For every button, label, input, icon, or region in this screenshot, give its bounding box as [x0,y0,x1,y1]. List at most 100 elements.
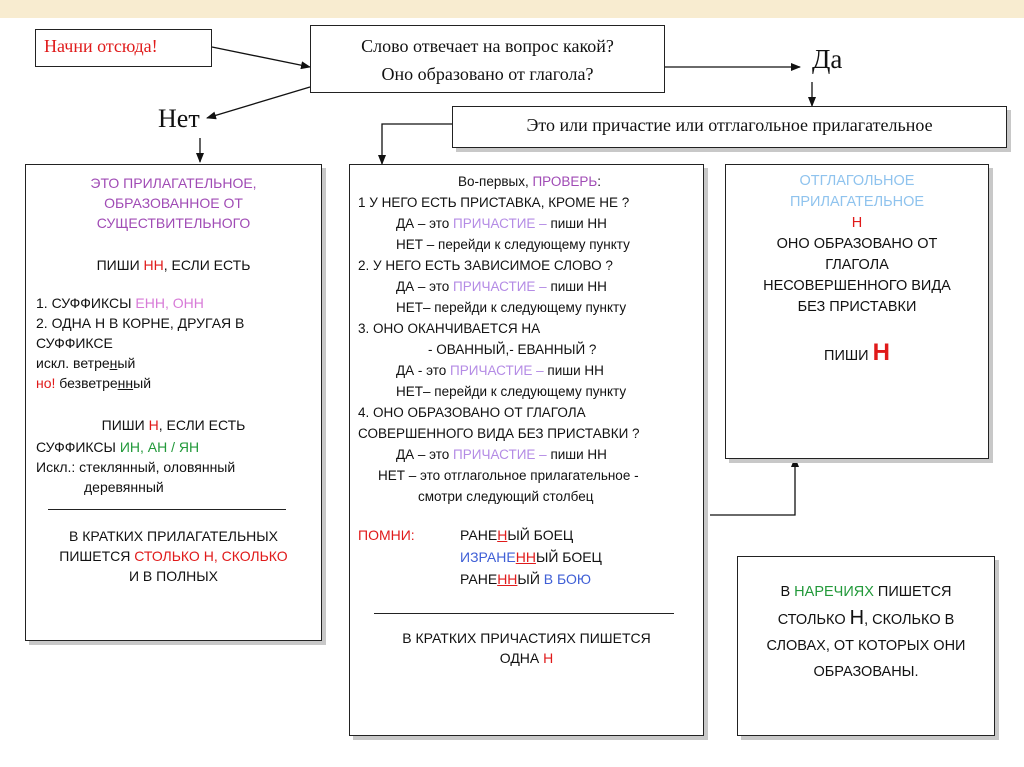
middle-remember-block: ПОМНИ: РАНЕНЫЙ БОЕЦ ИЗРАНЕННЫЙ БОЕЦ РАНЕ… [350,525,703,591]
adverb-box: В НАРЕЧИЯХ ПИШЕТСЯ СТОЛЬКО Н, СКОЛЬКО В … [737,556,995,736]
no-label: Нет [158,104,200,133]
middle-q3-line-1: 3. ОНО ОКАНЧИВАЕТСЯ НА [358,321,541,336]
middle-example-3-mid: ЫЙ [517,571,544,587]
middle-short-line-2: ОДНА Н [350,648,703,668]
middle-q1-yes: ДА – это ПРИЧАСТИЕ – пиши НН [358,213,703,234]
left-write-n-pre: ПИШИ [101,417,149,433]
middle-example-2: ИЗРАНЕННЫЙ БОЕЦ [460,547,602,568]
middle-q3-yes-mid: ПРИЧАСТИЕ – [450,363,544,378]
right-line-1: ОТГЛАГОЛЬНОЕ [799,173,915,189]
arrow-start-to-question [211,46,311,70]
middle-intro-post: : [597,174,602,189]
middle-example-1-post: ЫЙ БОЕЦ [507,527,574,543]
adverb-line-2-big: Н [849,607,865,629]
middle-short-line-2-red: Н [543,650,554,666]
middle-q3-yes: ДА - это ПРИЧАСТИЕ – пиши НН [358,360,703,381]
middle-column-box: Во-первых, ПРОВЕРЬ: 1 У НЕГО ЕСТЬ ПРИСТА… [349,164,704,736]
question-line-1: Слово отвечает на вопрос какой? [361,36,614,56]
middle-q4-line-1: 4. ОНО ОБРАЗОВАНО ОТ ГЛАГОЛА [358,405,586,420]
adverb-line-1-green: НАРЕЧИЯХ [794,584,874,600]
left-short-line-1: В КРАТКИХ ПРИЛАГАТЕЛЬНЫХ [68,528,278,544]
right-line-7: БЕЗ ПРИСТАВКИ [797,299,917,315]
adverb-line-1-pre: В [780,584,795,600]
middle-short-line-1: В КРАТКИХ ПРИЧАСТИЯХ ПИШЕТСЯ [402,630,651,646]
yes-label: Да [812,44,843,74]
left-write-nn-post: , ЕСЛИ ЕСТЬ [163,257,251,273]
middle-example-3-underlined: НН [497,571,518,587]
middle-example-1: РАНЕНЫЙ БОЕЦ [460,525,573,546]
middle-example-2-pre: ИЗРАНЕ [460,549,516,565]
left-exception-3-line-2: деревянный [84,479,164,495]
left-write-nn-letters: НН [143,257,164,273]
right-line-2: ПРИЛАГАТЕЛЬНОЕ [789,194,925,210]
left-suffix-list: ИН, АН / ЯН [119,439,200,455]
question-box: Слово отвечает на вопрос какой? Оно обра… [310,25,665,93]
left-write-n-post: , ЕСЛИ ЕСТЬ [158,417,246,433]
left-title-line-2: ОБРАЗОВАННОЕ ОТ [104,195,243,211]
middle-q4-no-line-2: смотри следующий столбец [418,489,594,504]
middle-q2-yes-pre: ДА – это [396,279,454,294]
left-exception-2-post: ый [133,375,152,391]
arrow-question-to-no [206,86,311,120]
adverb-line-2-pre: СТОЛЬКО [777,612,850,628]
middle-q2-yes-post: пиши НН [546,279,607,294]
middle-q4-yes: ДА – это ПРИЧАСТИЕ – пиши НН [358,444,703,465]
middle-q4-line-2: СОВЕРШЕННОГО ВИДА БЕЗ ПРИСТАВКИ ? [358,426,640,441]
middle-q3-line-2: - ОВАННЫЙ,- ЕВАННЫЙ ? [428,342,597,357]
right-write: ПИШИ Н [726,339,988,367]
middle-q1-yes-post: пиши НН [546,216,607,231]
left-short-forms: В КРАТКИХ ПРИЛАГАТЕЛЬНЫХ ПИШЕТСЯ СТОЛЬКО… [26,526,321,586]
left-exception-1-post: ый [117,355,136,371]
left-exception-1-underlined: н [109,355,118,371]
left-write-nn-pre: ПИШИ [96,257,144,273]
right-write-letter: Н [872,339,890,366]
middle-short-line-2-pre: ОДНА [499,650,544,666]
header-band [0,0,1024,18]
middle-q2-yes: ДА – это ПРИЧАСТИЕ – пиши НН [358,276,703,297]
middle-q2: 2. У НЕГО ЕСТЬ ЗАВИСИМОЕ СЛОВО ? [358,258,613,273]
left-suffix-pre: СУФФИКСЫ [36,439,120,455]
adverb-line-4: ОБРАЗОВАНЫ. [813,664,919,680]
left-column-box: ЭТО ПРИЛАГАТЕЛЬНОЕ, ОБРАЗОВАННОЕ ОТ СУЩЕ… [25,164,322,641]
left-rules: 1. СУФФИКСЫ ЕНН, ОНН 2. ОДНА Н В КОРНЕ, … [36,293,321,393]
arrow-middle-to-right [710,457,799,516]
left-item-1-pre: 1. СУФФИКСЫ [36,295,136,311]
left-exception-2-label: но! [36,375,56,391]
middle-q1: 1 У НЕГО ЕСТЬ ПРИСТАВКА, КРОМЕ НЕ ? [358,195,630,210]
left-item-1-suffixes: ЕНН, ОНН [135,295,204,311]
middle-example-3: РАНЕННЫЙ В БОЮ [460,569,591,590]
middle-q4-yes-post: пиши НН [546,447,607,462]
left-exception-2-pre: безветре [55,375,118,391]
middle-intro-pre: Во-первых, [458,174,533,189]
middle-q3-yes-pre: ДА - это [396,363,451,378]
left-exception-2: но! безветренный [36,373,321,393]
middle-divider [374,613,674,614]
middle-q3-no: НЕТ– перейди к следующему пункту [396,384,627,399]
right-write-pre: ПИШИ [824,348,873,364]
right-line-3: Н [851,215,863,231]
right-line-6: НЕСОВЕРШЕННОГО ВИДА [763,278,951,294]
middle-example-2-post: ЫЙ БОЕЦ [535,549,602,565]
left-short-line-2: ПИШЕТСЯ СТОЛЬКО Н, СКОЛЬКО [26,546,321,566]
middle-example-3-pre: РАНЕ [460,571,498,587]
middle-q4-no-line-1: НЕТ – это отглагольное прилагательное - [378,468,639,483]
left-write-n-letter: Н [148,417,159,433]
middle-example-3-post: В БОЮ [543,571,592,587]
yes-box-text: Это или причастие или отглагольное прила… [526,115,933,135]
left-write-n: ПИШИ Н, ЕСЛИ ЕСТЬ [26,415,321,435]
left-short-line-2-red: СТОЛЬКО Н, СКОЛЬКО [134,548,288,564]
left-item-2-line-2: СУФФИКСЕ [36,335,113,351]
middle-intro: Во-первых, ПРОВЕРЬ: [358,171,703,192]
adverb-line-1: В НАРЕЧИЯХ ПИШЕТСЯ [738,579,994,605]
arrow-yesbox-to-middle [378,123,452,165]
left-exception-3-line-1: Искл.: стеклянный, оловянный [36,459,236,475]
question-line-2: Оно образовано от глагола? [381,64,594,84]
middle-example-1-underlined: Н [497,527,508,543]
left-title: ЭТО ПРИЛАГАТЕЛЬНОЕ, ОБРАЗОВАННОЕ ОТ СУЩЕ… [26,173,321,233]
right-column-box: ОТГЛАГОЛЬНОЕ ПРИЛАГАТЕЛЬНОЕ Н ОНО ОБРАЗО… [725,164,989,459]
left-short-line-2-pre: ПИШЕТСЯ [59,548,135,564]
middle-q1-yes-mid: ПРИЧАСТИЕ – [453,216,547,231]
start-label: Начни отсюда! [44,36,158,56]
adverb-line-1-post: ПИШЕТСЯ [873,584,952,600]
